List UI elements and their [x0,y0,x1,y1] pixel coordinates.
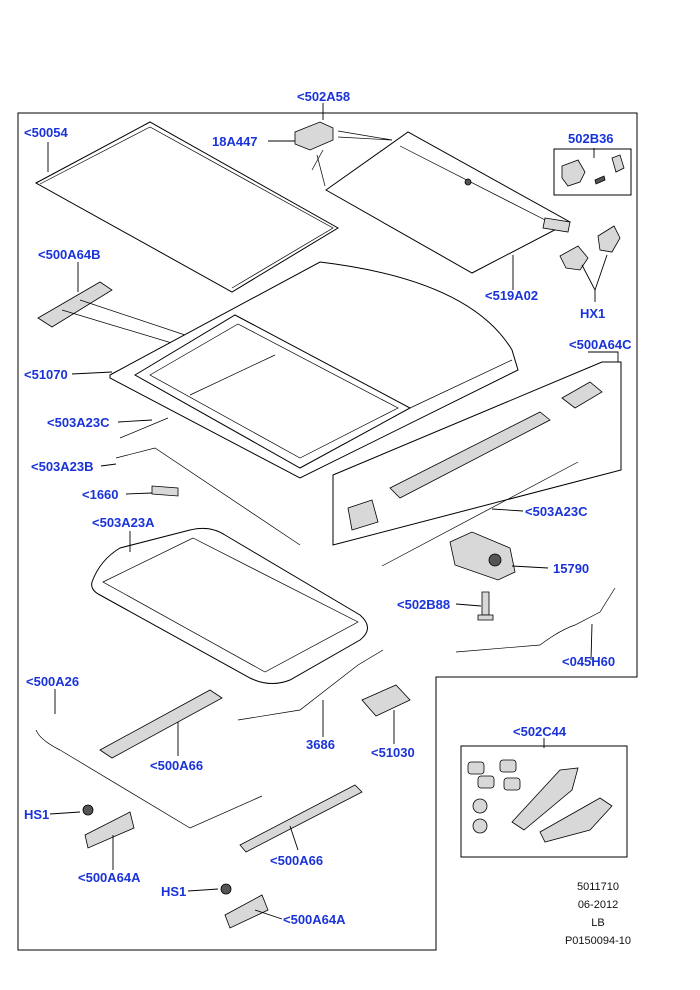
callout-503a23c-left[interactable]: <503A23C [47,415,110,430]
callout-500a64c[interactable]: <500A64C [569,337,632,352]
meta-line-4: P0150094-10 [565,935,631,947]
callout-045h60[interactable]: <045H60 [562,654,615,669]
callout-503a23a[interactable]: <503A23A [92,515,155,530]
roof-frame-part [109,261,519,479]
clip-51030-part [361,684,411,717]
drain-500a26-part [35,729,263,829]
bracket-500a64a-upper-part [82,804,135,849]
callout-500a64a-upper[interactable]: <500A64A [78,870,141,885]
kit-502c44-part [467,759,613,843]
pad-1660-part [151,485,179,497]
callout-hx1[interactable]: HX1 [580,306,605,321]
sunshade-part [325,131,572,274]
callout-3686[interactable]: 3686 [306,737,335,752]
callouts: <502A58 <50054 18A447 502B36 <500A64B <5… [24,89,632,927]
callout-502b88[interactable]: <502B88 [397,597,450,612]
motor-15790-part [449,531,516,581]
diagram-meta: 5011710 06-2012 LB P0150094-10 [565,881,631,947]
callout-500a64b[interactable]: <500A64B [38,247,101,262]
module-502b36-part [553,148,632,196]
rail-500a66-lower-part [239,784,363,853]
callout-51070[interactable]: <51070 [24,367,68,382]
meta-line-3: LB [591,917,604,929]
callout-hs1-lower[interactable]: HS1 [161,884,186,899]
bracket-500a64a-lower-part [220,883,269,929]
screw-18a447-part [294,121,393,187]
callout-500a26[interactable]: <500A26 [26,674,79,689]
callout-18a447[interactable]: 18A447 [212,134,258,149]
seal-503a23c-left-part [119,417,169,439]
callout-502b36[interactable]: 502B36 [568,131,614,146]
callout-500a66-lower[interactable]: <500A66 [270,853,323,868]
bracket-500a64b-part [37,281,201,351]
callout-1660[interactable]: <1660 [82,487,119,502]
callout-500a66-upper[interactable]: <500A66 [150,758,203,773]
cable-3686-part [237,649,384,721]
clip-hx1-part [559,225,621,302]
callout-15790[interactable]: 15790 [553,561,589,576]
callout-51030[interactable]: <51030 [371,745,415,760]
callout-hs1-upper[interactable]: HS1 [24,807,49,822]
glass-panel-part [34,121,339,293]
callout-500a64a-lower[interactable]: <500A64A [283,912,346,927]
meta-line-1: 5011710 [577,881,619,893]
seal-503a23c-right-part [381,461,579,567]
seal-503a23a-part [91,527,368,684]
callout-502c44[interactable]: <502C44 [513,724,567,739]
callout-502a58[interactable]: <502A58 [297,89,350,104]
leader-lines [47,103,619,920]
callout-503a23b[interactable]: <503A23B [31,459,94,474]
seal-503a23b-part [115,447,301,546]
callout-50054[interactable]: <50054 [24,125,69,140]
meta-line-2: 06-2012 [578,899,618,911]
bracket-500a64c-part [347,381,603,531]
cable-045h60-part [455,587,616,653]
rail-500a66-upper-part [99,689,223,759]
callout-519a02[interactable]: <519A02 [485,288,538,303]
callout-503a23c-right[interactable]: <503A23C [525,504,588,519]
bolt-502b88-part [477,591,494,621]
